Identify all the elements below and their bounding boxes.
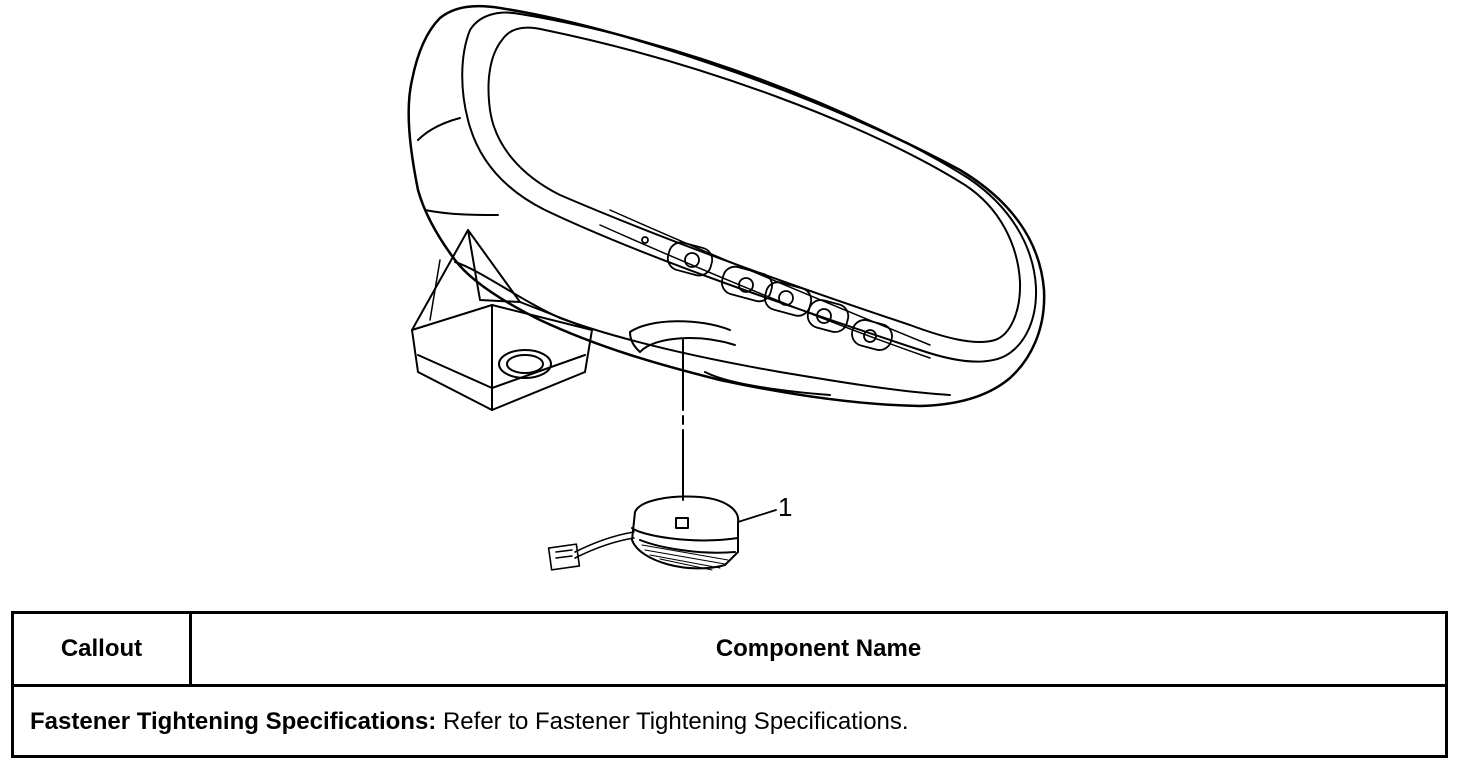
mirror-mount-base: [411, 229, 593, 411]
mirror-exploded-view-illustration: [407, 4, 1046, 571]
rearview-mirror-housing: [407, 4, 1046, 408]
wire-harness-connector: [547, 531, 635, 571]
fastener-spec-text: Refer to Fastener Tightening Specificati…: [442, 708, 909, 735]
table-header-row: Callout Component Name: [14, 614, 1445, 687]
callout-leader-line: [737, 509, 777, 523]
callout-number-label: 1: [778, 492, 793, 522]
mirror-control-buttons: [641, 236, 893, 351]
light-sensor-component: [631, 495, 740, 571]
component-name-column-header: Component Name: [715, 635, 922, 662]
fastener-spec-label: Fastener Tightening Specifications:: [30, 708, 437, 735]
component-table: Callout Component Name Fastener Tighteni…: [11, 611, 1448, 758]
fastener-spec-row: Fastener Tightening Specifications: Refe…: [30, 708, 909, 736]
callout-column-header: Callout: [14, 614, 192, 684]
sensor-opening: [629, 320, 831, 396]
